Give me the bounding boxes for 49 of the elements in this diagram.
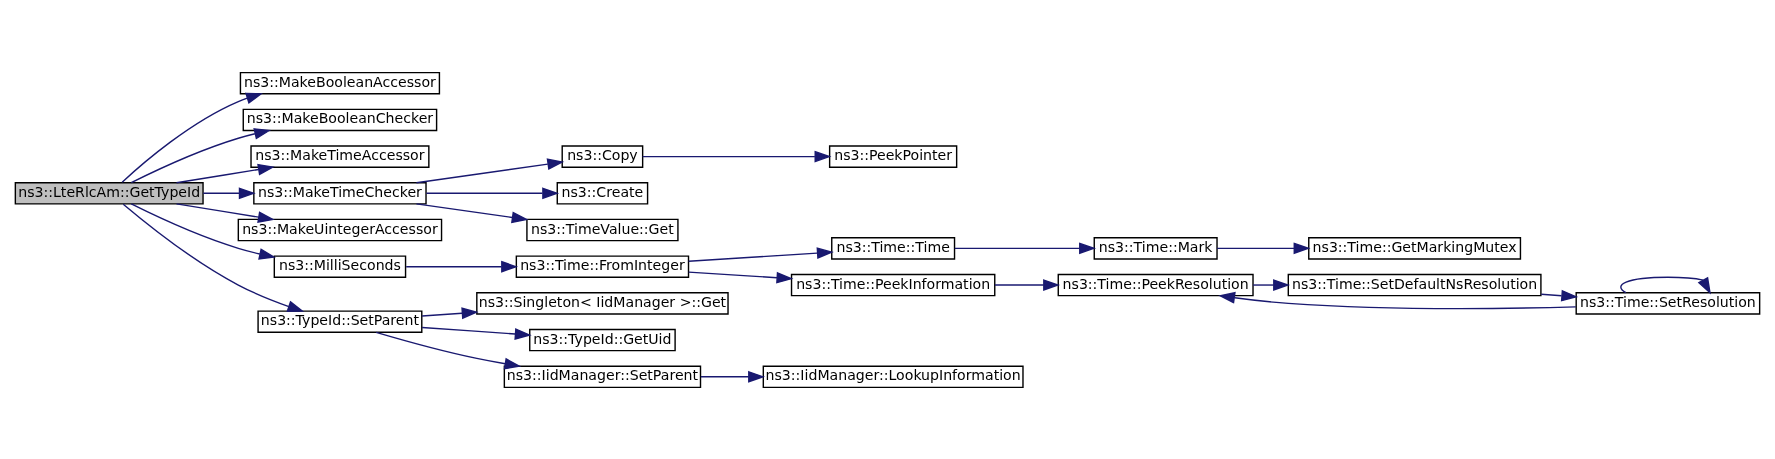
arrow xyxy=(425,186,560,199)
arrow xyxy=(1540,289,1579,302)
arrow xyxy=(1216,241,1311,254)
node-box: ns3::MakeTimeAccessor xyxy=(250,144,430,168)
arrow xyxy=(175,163,275,183)
arrow xyxy=(700,370,766,383)
node-box: ns3::IidManager::SetParent xyxy=(503,365,702,388)
arrow xyxy=(994,278,1061,291)
node-box: ns3::Time::PeekResolution xyxy=(1057,273,1254,296)
arrow xyxy=(415,157,565,183)
node-box: ns3::IidManager::LookupInformation xyxy=(762,365,1024,388)
arrow xyxy=(121,92,263,183)
node-box: ns3::Time::PeekInformation xyxy=(790,273,996,296)
arrow xyxy=(954,241,1096,254)
arrow xyxy=(641,150,832,163)
arrow xyxy=(122,203,305,312)
node-box: ns3::Time::GetMarkingMutex xyxy=(1308,236,1522,260)
node-box: ns3::MakeTimeChecker xyxy=(253,181,427,205)
node-box: ns3::Time::Mark xyxy=(1093,236,1218,260)
node-box: ns3::Copy xyxy=(561,144,644,168)
node-box: ns3::MilliSeconds xyxy=(273,254,407,278)
arrow xyxy=(130,127,272,183)
node-box: ns3::MakeBooleanChecker xyxy=(242,108,438,131)
arrow xyxy=(405,260,519,273)
node-box: ns3::PeekPointer xyxy=(828,144,958,168)
node-box: ns3::Create xyxy=(556,181,649,205)
node-box: ns3::Time::SetResolution xyxy=(1575,291,1761,315)
arrow xyxy=(130,202,276,260)
arrow xyxy=(1218,291,1577,309)
node-box: ns3::Time::FromInteger xyxy=(515,254,690,278)
arrow xyxy=(202,186,256,199)
arrow xyxy=(687,246,834,262)
node-box: ns3::Time::Time xyxy=(831,236,956,260)
arrow xyxy=(421,306,479,319)
node-box: ns3::MakeUintegerAccessor xyxy=(237,218,443,241)
arrow xyxy=(421,326,532,340)
arrow xyxy=(375,331,522,370)
node-box: ns3::Time::SetDefaultNsResolution xyxy=(1287,273,1542,296)
arrow xyxy=(687,270,794,284)
arrow xyxy=(175,202,275,223)
node-box: ns3::MakeBooleanAccessor xyxy=(239,71,441,94)
arrow xyxy=(1252,278,1291,291)
arrow xyxy=(415,202,529,223)
node-box: ns3::TypeId::GetUid xyxy=(529,328,676,351)
node-box: ns3::LteRlcAm::GetTypeId xyxy=(14,181,204,205)
node-box: ns3::Singleton< IidManager >::Get xyxy=(476,291,729,315)
arrow xyxy=(1620,276,1711,295)
node-box: ns3::TimeValue::Get xyxy=(526,218,679,241)
node-box: ns3::TypeId::SetParent xyxy=(257,309,423,333)
